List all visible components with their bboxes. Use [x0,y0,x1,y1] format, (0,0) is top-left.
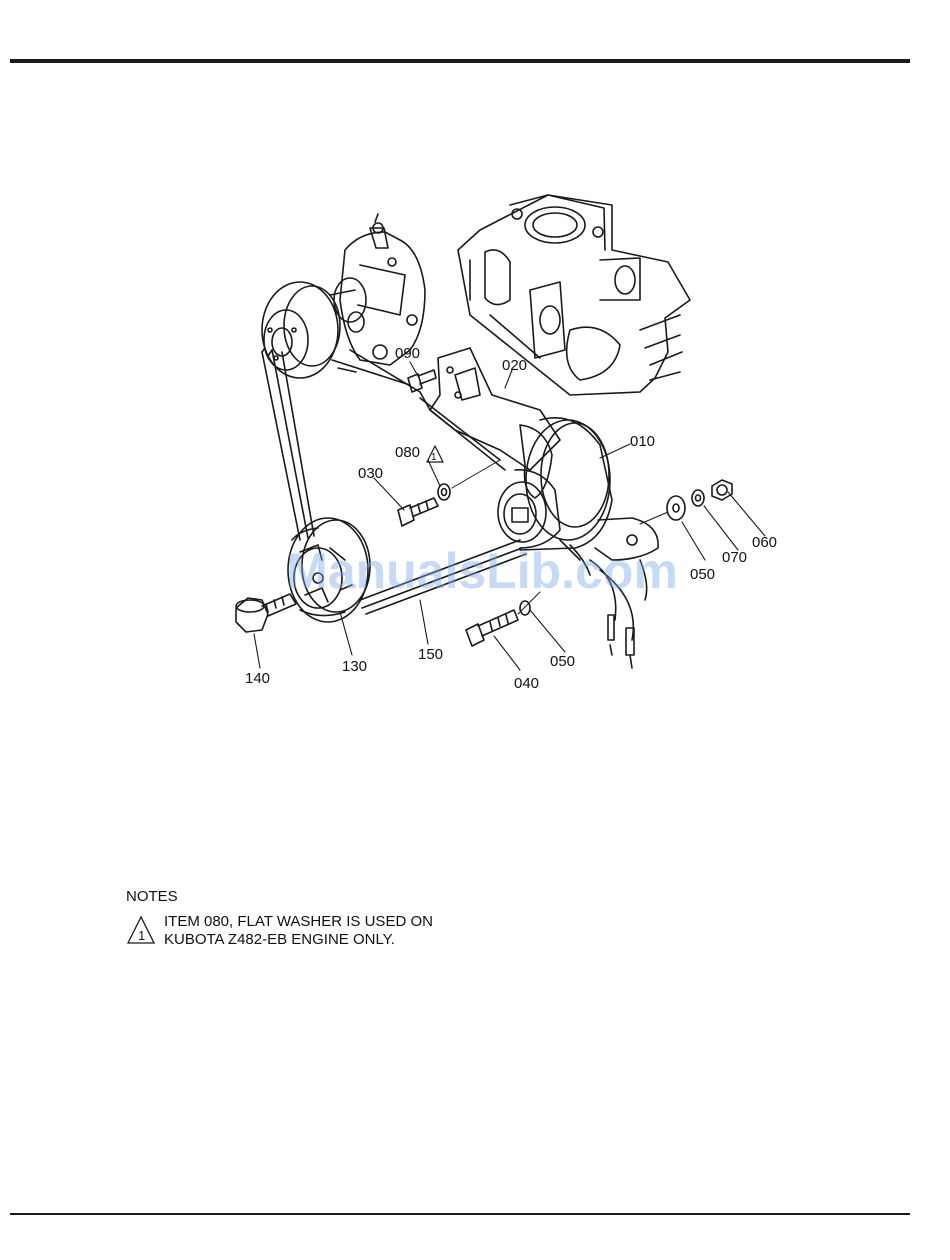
callout-150: 150 [418,646,443,663]
callout-090: 090 [395,345,420,362]
callout-020: 020 [502,357,527,374]
note-warning-triangle-icon: 1 [126,913,156,945]
watermark: ManualsLib.com [262,542,702,600]
washer-050-drawing [640,496,685,524]
note-item: 1 ITEM 080, FLAT WASHER IS USED ON KUBOT… [126,913,433,949]
notes-section: NOTES 1 ITEM 080, FLAT WASHER IS USED ON… [126,888,433,949]
callout-140: 140 [245,670,270,687]
washer-080-drawing [438,460,500,500]
bottom-rule [10,1213,910,1215]
engine-block-drawing [458,195,690,395]
callout-040: 040 [514,675,539,692]
bolt-090-drawing [408,370,436,392]
note-line-1: ITEM 080, FLAT WASHER IS USED ON [164,913,433,931]
callout-050-lower: 050 [550,653,575,670]
bolt-040-drawing [466,592,540,646]
bolt-030-drawing [398,498,438,526]
note-line-2: KUBOTA Z482-EB ENGINE ONLY. [164,931,433,949]
callout-070: 070 [722,549,747,566]
note-marker-number: 1 [138,928,145,943]
callout-030: 030 [358,465,383,482]
warning-triangle-number: 1 [431,452,437,463]
note-text: ITEM 080, FLAT WASHER IS USED ON KUBOTA … [164,913,433,949]
callout-060: 060 [752,534,777,551]
lock-washer-070-drawing [692,490,704,506]
callout-010: 010 [630,433,655,450]
notes-title: NOTES [126,888,433,905]
nut-060-drawing [712,480,732,500]
water-pump-housing-drawing [334,214,425,365]
callout-130: 130 [342,658,367,675]
callout-080: 080 [395,444,420,461]
